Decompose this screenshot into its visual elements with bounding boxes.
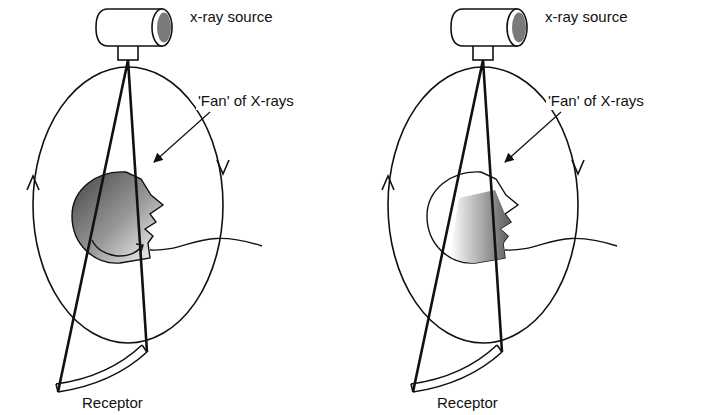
fan-label: 'Fan' of X-rays — [546, 92, 646, 110]
receptor-label: Receptor — [80, 394, 145, 412]
source-label: x-ray source — [543, 8, 630, 26]
right-panel — [382, 9, 617, 392]
source-label: x-ray source — [188, 8, 275, 26]
left-panel — [27, 9, 262, 392]
fan-label: 'Fan' of X-rays — [196, 92, 296, 110]
receptor-label: Receptor — [435, 394, 500, 412]
